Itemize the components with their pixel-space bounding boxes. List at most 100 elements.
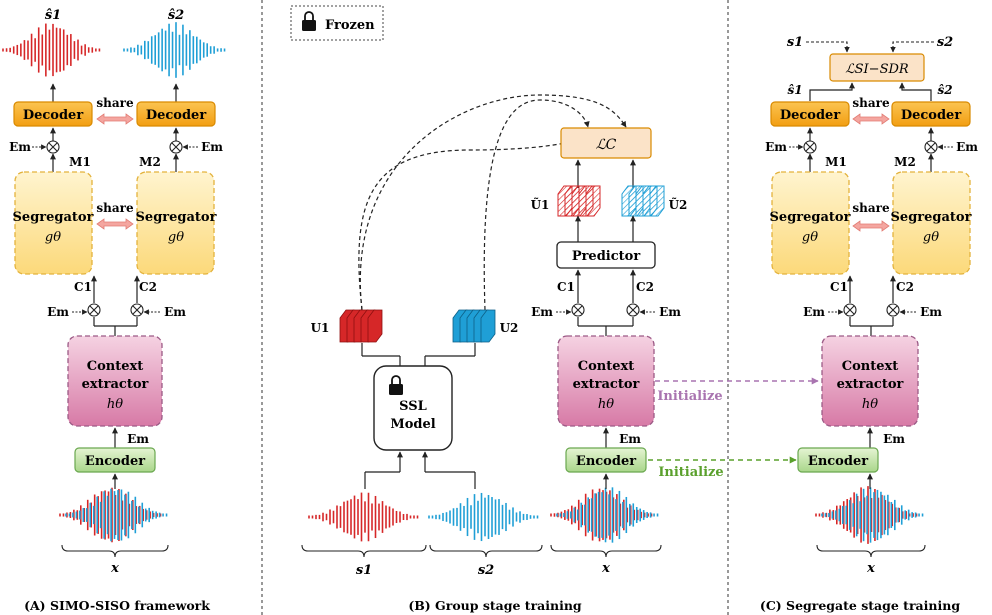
decoder-block-1 — [770, 101, 850, 127]
label-m1: M1 — [825, 155, 847, 169]
ssl-label-1: SSL — [399, 399, 427, 414]
initialize-label-encoder: Initialize — [658, 465, 723, 480]
label-em: Em — [619, 432, 641, 446]
loss-c-label: ℒC — [596, 137, 617, 153]
decoder-block-1 — [13, 101, 93, 127]
multiply-node — [626, 303, 640, 317]
label-c2: C2 — [896, 280, 914, 294]
brace-s2 — [429, 544, 543, 558]
label-s-hat-2: ŝ2 — [168, 8, 184, 23]
context-label-2: extractor — [837, 377, 904, 392]
label-u-tilde-1: Ũ1 — [531, 197, 550, 212]
label-s2: s2 — [937, 35, 953, 50]
label-em: Em — [956, 140, 978, 154]
label-s1: s1 — [356, 563, 372, 578]
waveform-mixture-red — [59, 487, 162, 543]
encoder-label: Encoder — [85, 454, 145, 469]
segregator-block-1 — [771, 171, 850, 275]
decoder-block-2 — [136, 101, 216, 127]
segregator-label-1: Segregator — [770, 210, 851, 225]
multiply-node — [803, 140, 817, 154]
loss-sisdr-box — [829, 53, 925, 82]
segregator-block-1 — [14, 171, 93, 275]
context-extractor-block — [821, 335, 919, 427]
predictor-label: Predictor — [572, 249, 641, 264]
label-c1: C1 — [557, 280, 575, 294]
lock-icon — [302, 11, 316, 31]
label-x: x — [866, 561, 875, 576]
u2-stack — [452, 309, 496, 343]
multiply-node — [169, 140, 183, 154]
label-em: Em — [659, 305, 681, 319]
label-m2: M2 — [139, 155, 161, 169]
segregator-label-2: Segregator — [136, 210, 217, 225]
encoder-block — [797, 447, 879, 473]
multiply-node — [924, 140, 938, 154]
dashed-link-u2 — [483, 99, 590, 311]
context-extractor-block — [67, 335, 163, 427]
waveform-s-hat-1 — [2, 23, 101, 77]
label-s-hat-1: ŝ1 — [45, 8, 61, 23]
u-tilde-2-stack — [621, 185, 665, 217]
g-theta-2: gθ — [923, 230, 939, 245]
multiply-node — [46, 140, 60, 154]
waveform-s-hat-2 — [123, 22, 226, 78]
label-em: Em — [883, 432, 905, 446]
loss-sisdr-label: ℒSI−SDR — [845, 62, 909, 77]
label-em: Em — [765, 140, 787, 154]
waveform-mixture-blue — [556, 487, 659, 543]
segregator-label-1: Segregator — [13, 210, 94, 225]
multiply-node — [886, 303, 900, 317]
label-m1: M1 — [69, 155, 91, 169]
decoder-block-2 — [891, 101, 971, 127]
label-em: Em — [127, 432, 149, 446]
waveform-layer — [2, 22, 924, 544]
dashed-arrow-s2 — [890, 41, 934, 53]
label-c1: C1 — [74, 280, 92, 294]
encoder-label: Encoder — [808, 454, 868, 469]
share-label-segregator: share — [96, 201, 134, 215]
multiply-node — [571, 303, 585, 317]
context-label-2: extractor — [573, 377, 640, 392]
share-arrow-decoder — [852, 113, 890, 125]
multiply-node — [843, 303, 857, 317]
brace-x — [61, 544, 169, 558]
caption-b: (B) Group stage training — [408, 598, 582, 613]
g-theta-1: gθ — [45, 230, 61, 245]
h-theta: hθ — [598, 397, 614, 412]
multiply-node — [130, 303, 144, 317]
brace-x — [550, 544, 662, 558]
label-x: x — [110, 561, 119, 576]
segregator-block-2 — [892, 171, 971, 275]
brace-s1 — [301, 544, 427, 558]
decoder-label-1: Decoder — [23, 108, 83, 123]
caption-c: (C) Segregate stage training — [760, 598, 960, 613]
panel-c: s1 s2 ℒSI−SDR ŝ1 ŝ2 Decoder Decoder shar… — [760, 35, 978, 613]
initialize-label-context: Initialize — [657, 389, 722, 404]
encoder-label: Encoder — [576, 454, 636, 469]
label-s2: s2 — [478, 563, 494, 578]
label-em: Em — [201, 140, 223, 154]
share-label-decoder: share — [96, 96, 134, 110]
loss-c-box — [560, 127, 652, 159]
context-label-1: Context — [87, 359, 144, 374]
share-label-segregator: share — [852, 201, 890, 215]
encoder-block — [565, 447, 647, 473]
label-m2: M2 — [894, 155, 916, 169]
share-arrow-segregator — [96, 218, 134, 230]
h-theta: hθ — [862, 397, 878, 412]
label-u2: U2 — [500, 321, 519, 335]
lock-icon — [389, 375, 403, 395]
label-s-hat-2: ŝ2 — [937, 83, 952, 97]
label-u1: U1 — [311, 321, 330, 335]
decoder-label-1: Decoder — [780, 108, 840, 123]
label-s1: s1 — [787, 35, 803, 50]
share-arrow-segregator — [852, 220, 890, 232]
decoder-label-2: Decoder — [901, 108, 961, 123]
dashed-arrow-s1 — [806, 41, 850, 53]
segregator-label-2: Segregator — [891, 210, 972, 225]
label-u-tilde-2: Ũ2 — [669, 197, 688, 212]
label-em: Em — [47, 305, 69, 319]
label-c1: C1 — [830, 280, 848, 294]
